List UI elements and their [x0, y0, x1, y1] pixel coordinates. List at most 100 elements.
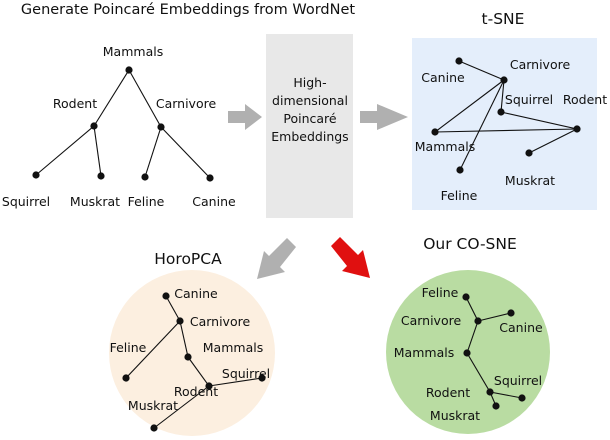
tsne-edge	[528, 128, 578, 154]
tsne-edge	[459, 79, 505, 171]
cosne-node-feline	[462, 293, 470, 301]
horopca-label-squirrel: Squirrel	[222, 366, 270, 381]
horopca-edge	[208, 377, 263, 387]
tsne-node-rodent	[573, 125, 581, 133]
tsne-node-carnivore	[500, 76, 508, 84]
horopca-disk	[109, 270, 275, 436]
cosne-node-squirrel	[518, 394, 526, 402]
horopca-edge	[153, 385, 210, 429]
tsne-label-canine: Canine	[421, 70, 465, 85]
horopca-edge	[165, 295, 181, 322]
horopca-node-mammals	[184, 353, 192, 361]
cosne-label-muskrat: Muskrat	[430, 408, 480, 423]
arrow-right-gray-1	[228, 104, 262, 130]
horopca-label-muskrat: Muskrat	[128, 398, 178, 413]
tree-label-muskrat: Muskrat	[70, 194, 120, 209]
tree-node-rodent	[90, 122, 98, 130]
tsne-edge	[458, 60, 505, 81]
tsne-label-carnivore: Carnivore	[510, 57, 571, 72]
wordnet-tree: Mammals Rodent Carnivore Squirrel Muskra…	[2, 44, 236, 209]
tsne-node-canine	[455, 57, 463, 65]
middle-box-line-1: High-	[293, 75, 326, 90]
horopca-label-feline: Feline	[110, 340, 147, 355]
tree-label-canine: Canine	[192, 194, 236, 209]
tree-node-squirrel	[32, 171, 40, 179]
cosne-edge	[489, 391, 523, 399]
cosne-label-carnivore: Carnivore	[401, 313, 462, 328]
cosne-node-muskrat	[492, 402, 500, 410]
tsne-node-feline	[456, 166, 464, 174]
tsne-label-rodent: Rodent	[563, 92, 607, 107]
horopca-label-mammals: Mammals	[203, 340, 263, 355]
cosne-edge	[466, 352, 491, 393]
horopca-node-muskrat	[150, 424, 158, 432]
tsne-label-mammals: Mammals	[415, 139, 475, 154]
tree-node-mammals	[125, 66, 133, 74]
tree-node-muskrat	[97, 172, 105, 180]
tree-edge	[35, 125, 95, 176]
tree-edge	[93, 125, 102, 177]
arrow-down-left-gray	[257, 238, 296, 279]
middle-box-line-2: dimensional	[272, 93, 348, 108]
cosne-plot: Feline Carnivore Canine Mammals Rodent S…	[394, 285, 543, 423]
cosne-node-canine	[507, 309, 515, 317]
cosne-label-rodent: Rodent	[426, 385, 470, 400]
cosne-title: Our CO-SNE	[423, 235, 517, 253]
cosne-label-squirrel: Squirrel	[494, 373, 542, 388]
tree-node-feline	[141, 173, 149, 181]
tree-node-canine	[206, 174, 214, 182]
tsne-label-feline: Feline	[441, 188, 478, 203]
top-title: Generate Poincaré Embeddings from WordNe…	[21, 2, 355, 18]
tsne-node-squirrel	[497, 108, 505, 116]
tsne-panel	[412, 38, 597, 210]
cosne-edge	[465, 296, 479, 322]
horopca-label-rodent: Rodent	[174, 384, 218, 399]
tsne-node-muskrat	[525, 149, 533, 157]
cosne-node-rodent	[486, 388, 494, 396]
tree-label-carnivore: Carnivore	[156, 96, 217, 111]
horopca-node-carnivore	[176, 317, 184, 325]
cosne-label-feline: Feline	[422, 285, 459, 300]
cosne-node-carnivore	[474, 317, 482, 325]
tsne-label-squirrel: Squirrel	[505, 92, 553, 107]
tree-label-mammals: Mammals	[103, 44, 163, 59]
horopca-node-rodent	[205, 382, 213, 390]
tsne-plot: Canine Carnivore Squirrel Rodent Mammals…	[415, 57, 607, 203]
cosne-label-mammals: Mammals	[394, 345, 454, 360]
middle-box	[266, 34, 353, 218]
horopca-node-canine	[162, 292, 170, 300]
horopca-edge	[187, 356, 210, 387]
horopca-plot: Canine Carnivore Feline Mammals Squirrel…	[110, 286, 270, 432]
tsne-edge	[500, 111, 578, 130]
tree-edge	[93, 69, 130, 127]
tsne-edge	[500, 79, 505, 113]
tree-node-carnivore	[157, 123, 165, 131]
horopca-edge	[125, 320, 181, 379]
horopca-label-carnivore: Carnivore	[190, 314, 251, 329]
arrow-down-right-red	[331, 237, 370, 278]
tsne-label-muskrat: Muskrat	[505, 173, 555, 188]
tree-edge	[128, 69, 162, 128]
tsne-title: t-SNE	[482, 10, 525, 28]
cosne-edge	[466, 320, 479, 354]
horopca-label-canine: Canine	[174, 286, 218, 301]
horopca-node-feline	[122, 374, 130, 382]
tree-label-squirrel: Squirrel	[2, 194, 50, 209]
horopca-edge	[179, 320, 189, 358]
cosne-label-canine: Canine	[499, 320, 543, 335]
tsne-edge	[434, 128, 578, 133]
middle-box-line-3: Poincaré	[283, 111, 337, 126]
cosne-node-mammals	[463, 349, 471, 357]
tree-label-rodent: Rodent	[53, 96, 97, 111]
tsne-node-mammals	[431, 128, 439, 136]
tree-edge	[160, 126, 211, 179]
tree-edge	[144, 126, 162, 178]
middle-box-line-4: Embeddings	[271, 129, 348, 144]
cosne-edge	[477, 312, 512, 322]
horopca-title: HoroPCA	[154, 250, 222, 268]
horopca-node-squirrel	[258, 374, 266, 382]
tsne-edge	[434, 79, 505, 133]
arrow-right-gray-2	[360, 104, 408, 130]
tree-label-feline: Feline	[128, 194, 165, 209]
